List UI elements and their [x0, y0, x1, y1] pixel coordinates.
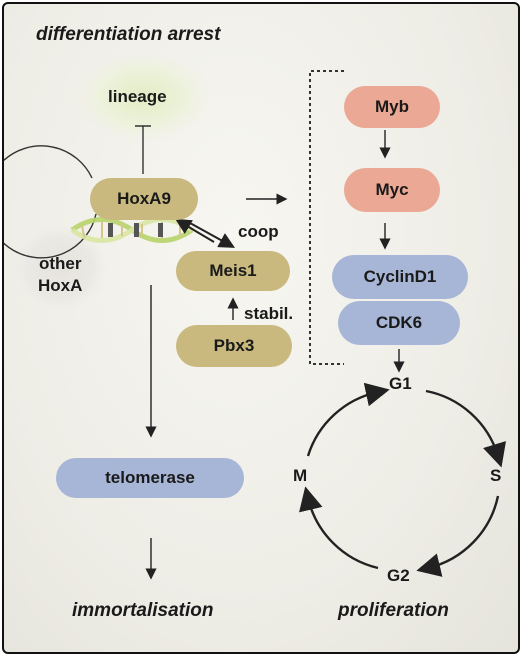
cycle-arc-s-g2	[416, 495, 500, 577]
cycle-arc-m-g1	[306, 382, 390, 457]
diagram-connectors	[4, 49, 506, 580]
phase-g1: G1	[389, 374, 412, 393]
myc-node: Myc	[344, 168, 440, 212]
immortalisation-label: immortalisation	[72, 600, 214, 621]
coop-label: coop	[238, 222, 279, 241]
autoregulation-loop	[4, 145, 97, 259]
cdk6-node: CDK6	[338, 301, 460, 345]
other-hoxa-node: other HoxA	[38, 254, 83, 295]
pbx3-node: Pbx3	[176, 325, 292, 367]
hoxa9-node: HoxA9	[90, 178, 198, 220]
diagram-title: differentiation arrest	[36, 24, 221, 45]
cyclind1-node: CyclinD1	[332, 255, 468, 299]
phase-g2: G2	[387, 566, 410, 585]
phase-m: M	[293, 466, 308, 485]
proliferation-label: proliferation	[338, 600, 449, 621]
lineage-halo	[71, 49, 215, 145]
lineage-node: lineage	[108, 87, 167, 106]
phase-s: S	[490, 466, 502, 485]
myb-node: Myb	[344, 86, 440, 128]
dna-helix	[70, 217, 194, 243]
meis1-node: Meis1	[176, 251, 290, 291]
other-hoxa-halo	[12, 224, 108, 312]
cycle-arc-g1-s	[425, 389, 506, 468]
telomerase-node: telomerase	[56, 458, 244, 498]
coop-arrow-forward	[189, 222, 236, 248]
cycle-arc-g2-m	[299, 486, 379, 570]
cascade-bracket	[309, 70, 344, 365]
stabil-label: stabil.	[244, 304, 294, 323]
coop-arrow-back	[175, 218, 215, 243]
cell-cycle-circle	[299, 382, 506, 577]
